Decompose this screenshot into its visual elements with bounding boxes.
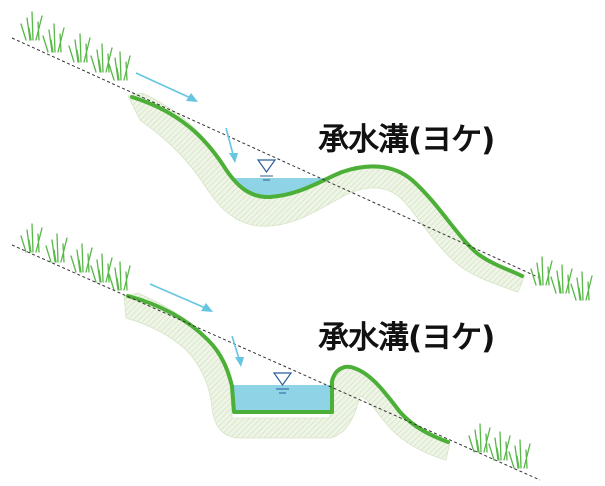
water-level-triangle-icon	[272, 372, 293, 394]
upper-figure: 承水溝(ヨケ)	[11, 11, 593, 301]
ditch-label: 承水溝(ヨケ)	[318, 122, 494, 158]
arrow-icon	[135, 72, 198, 102]
grass-icon	[20, 223, 131, 291]
lower-figure: 承水溝(ヨケ)	[11, 223, 541, 481]
grass-icon	[20, 11, 131, 81]
arrow-icon	[149, 283, 213, 312]
channel-lining	[126, 294, 450, 444]
water-level-triangle-icon	[256, 159, 277, 181]
arrow-icon	[225, 127, 238, 163]
ditch-label: 承水溝(ヨケ)	[318, 320, 494, 356]
grass-icon	[468, 423, 531, 469]
channel-lining	[130, 95, 524, 278]
grass-icon	[530, 256, 593, 301]
arrow-icon	[231, 335, 244, 367]
water-pool	[232, 178, 328, 198]
water-pool	[234, 385, 332, 410]
ground-line	[11, 37, 541, 279]
ground-line	[11, 244, 541, 481]
